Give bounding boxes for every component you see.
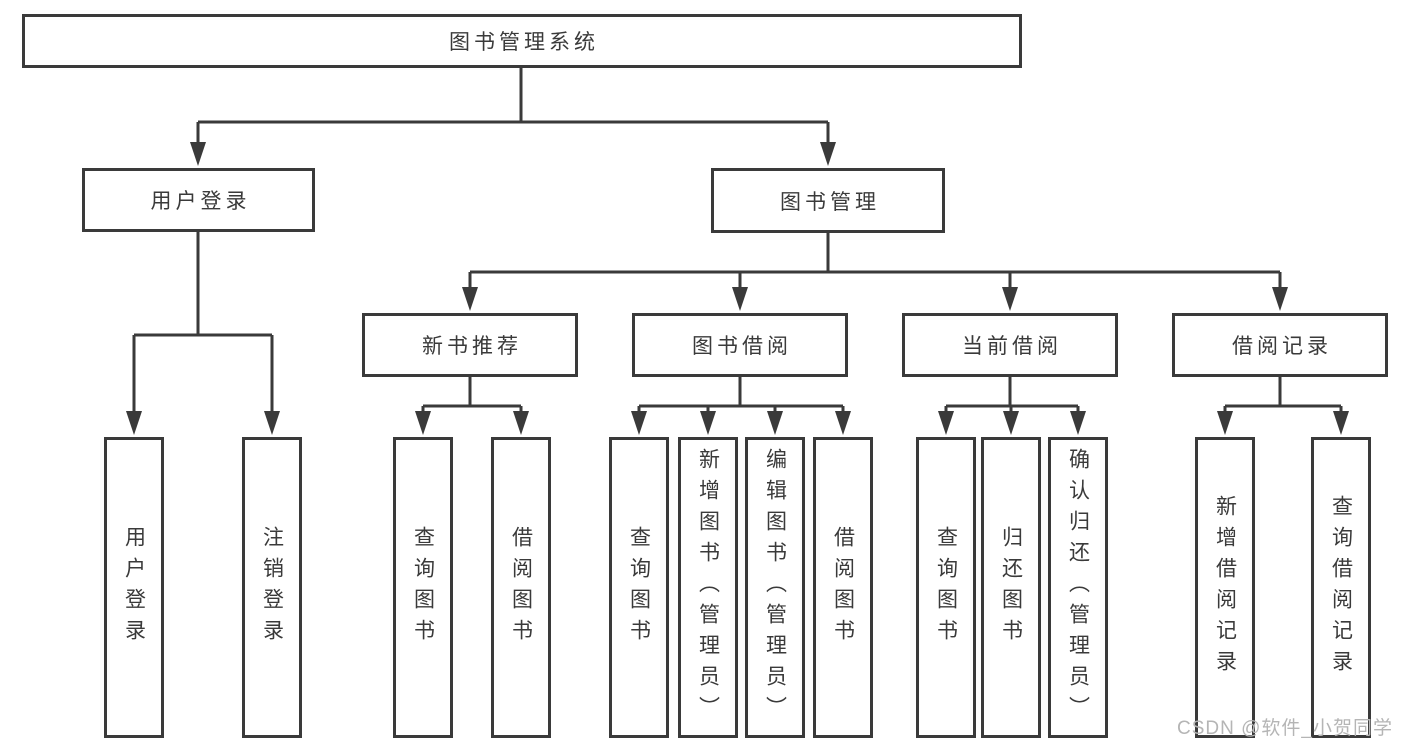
node-book-management-label: 图书管理: [780, 190, 880, 214]
arrowhead: [1272, 287, 1288, 311]
leaf-cb-query-books-label: 查询图书: [934, 525, 958, 650]
leaf-cb-query-books: 查询图书: [916, 437, 976, 738]
leaf-nbr-borrow-books: 借阅图书: [491, 437, 551, 738]
leaf-br-add-borrow-record-label: 新增借阅记录: [1213, 494, 1237, 681]
arrowhead: [513, 411, 529, 435]
leaf-cb-confirm-return-admin: 确认归还（管理员）: [1048, 437, 1108, 738]
leaf-bb-edit-books-admin: 编辑图书（管理员）: [745, 437, 805, 738]
node-borrowing-records-label: 借阅记录: [1232, 335, 1332, 358]
arrowhead: [820, 142, 836, 166]
leaf-bb-query-books-label: 查询图书: [627, 525, 651, 650]
leaf-cb-return-books: 归还图书: [981, 437, 1041, 738]
leaf-bb-add-books-admin-label: 新增图书（管理员）: [696, 448, 720, 727]
node-book-borrowing-label: 图书借阅: [692, 335, 792, 358]
arrowhead: [1217, 411, 1233, 435]
node-root: 图书管理系统: [22, 14, 1022, 68]
arrowhead: [1333, 411, 1349, 435]
arrowhead: [462, 287, 478, 311]
leaf-nbr-borrow-books-label: 借阅图书: [509, 525, 533, 650]
leaf-br-query-borrow-record: 查询借阅记录: [1311, 437, 1371, 738]
watermark: CSDN @软件_小贺同学: [1177, 718, 1393, 739]
node-user-login: 用户登录: [82, 168, 315, 232]
arrowhead: [631, 411, 647, 435]
node-borrowing-records: 借阅记录: [1172, 313, 1388, 377]
arrowhead: [190, 142, 206, 166]
arrowhead: [1003, 411, 1019, 435]
node-new-book-recommendation-label: 新书推荐: [422, 335, 522, 358]
node-book-management: 图书管理: [711, 168, 945, 233]
leaf-logout-login-label: 注销登录: [260, 525, 284, 650]
leaf-nbr-query-books-label: 查询图书: [411, 525, 435, 650]
node-current-borrowing: 当前借阅: [902, 313, 1118, 377]
node-root-label: 图书管理系统: [449, 31, 599, 54]
arrowhead: [126, 411, 142, 435]
arrowheads: [126, 142, 1349, 435]
node-book-borrowing: 图书借阅: [632, 313, 848, 377]
node-current-borrowing-label: 当前借阅: [962, 335, 1062, 358]
leaf-user-login: 用户登录: [104, 437, 164, 738]
arrowhead: [700, 411, 716, 435]
arrowhead: [1070, 411, 1086, 435]
leaf-logout-login: 注销登录: [242, 437, 302, 738]
arrowhead: [835, 411, 851, 435]
arrowhead: [1002, 287, 1018, 311]
leaf-cb-return-books-label: 归还图书: [999, 525, 1023, 650]
leaf-user-login-label: 用户登录: [122, 525, 146, 650]
leaf-br-query-borrow-record-label: 查询借阅记录: [1329, 494, 1353, 681]
leaf-bb-borrow-books: 借阅图书: [813, 437, 873, 738]
leaf-nbr-query-books: 查询图书: [393, 437, 453, 738]
leaf-bb-query-books: 查询图书: [609, 437, 669, 738]
leaf-br-add-borrow-record: 新增借阅记录: [1195, 437, 1255, 738]
leaf-bb-edit-books-admin-label: 编辑图书（管理员）: [763, 448, 787, 727]
arrowhead: [415, 411, 431, 435]
arrowhead: [767, 411, 783, 435]
node-new-book-recommendation: 新书推荐: [362, 313, 578, 377]
leaf-cb-confirm-return-admin-label: 确认归还（管理员）: [1066, 448, 1090, 727]
connector-segments: [132, 68, 1343, 415]
arrowhead: [264, 411, 280, 435]
node-user-login-label: 用户登录: [150, 190, 251, 213]
leaf-bb-borrow-books-label: 借阅图书: [831, 525, 855, 650]
arrowhead: [732, 287, 748, 311]
arrowhead: [938, 411, 954, 435]
leaf-bb-add-books-admin: 新增图书（管理员）: [678, 437, 738, 738]
